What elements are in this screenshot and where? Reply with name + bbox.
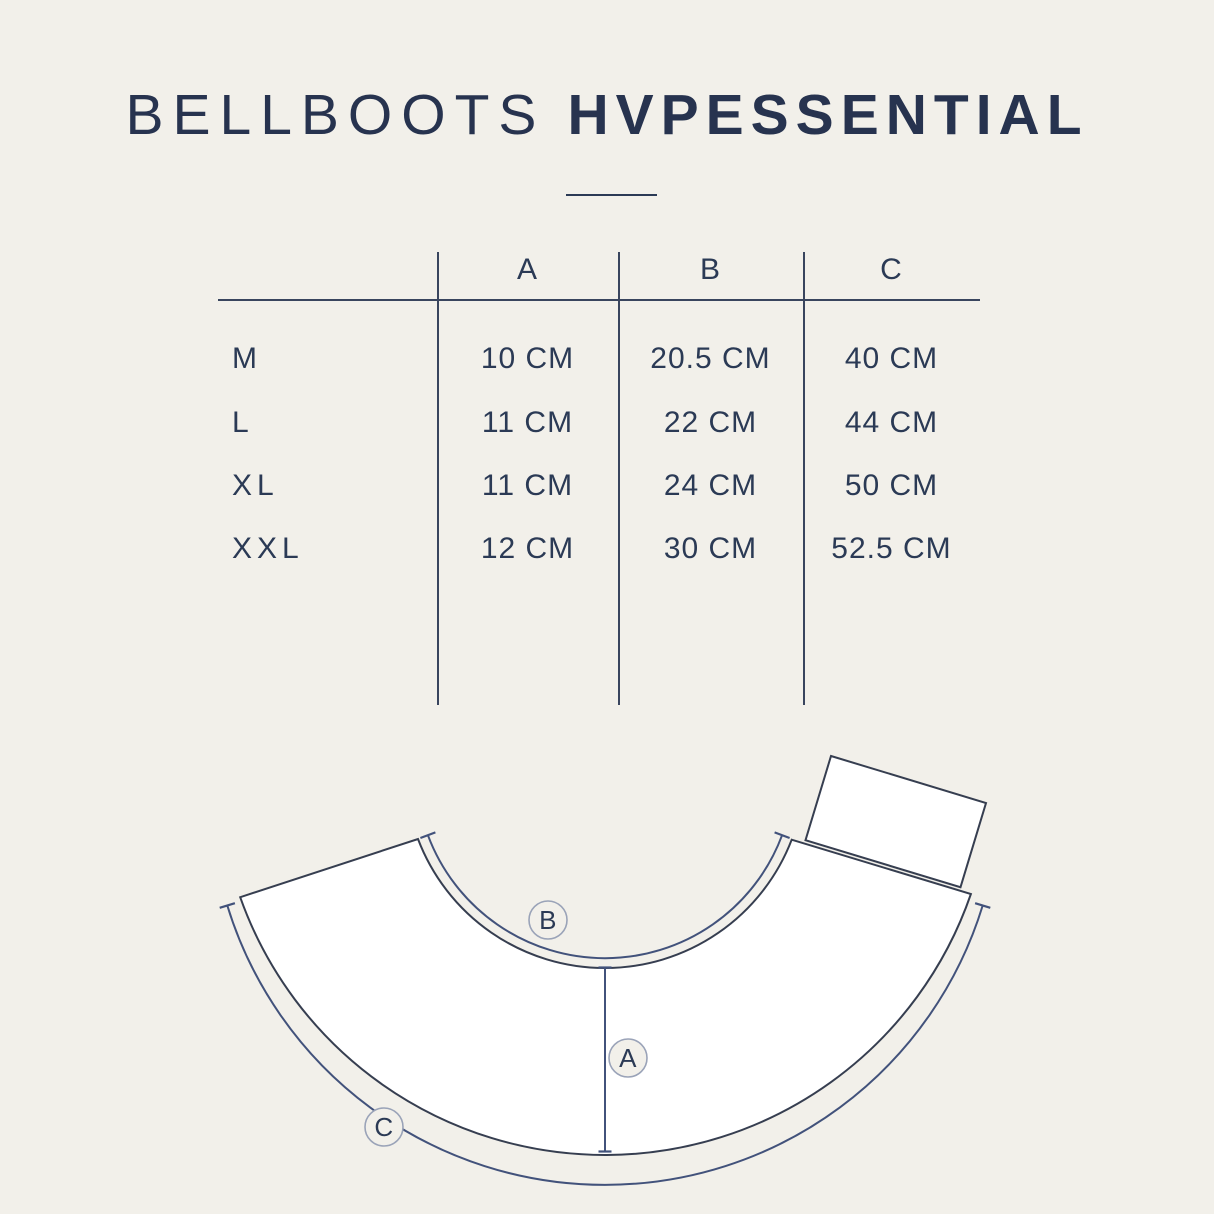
table-header-rule (218, 299, 980, 301)
strap-tab (804, 754, 988, 889)
table-header-b: B (699, 253, 721, 286)
size-table: A B C M 10 CM 20.5 CM 40 CM L 11 CM 22 C… (218, 240, 980, 705)
table-row: L 11 CM 22 CM 44 CM (218, 401, 980, 445)
value-a: 10 CM (480, 342, 575, 375)
title-divider (566, 194, 657, 196)
measure-arc-c-tick-left (219, 902, 236, 909)
label-a: A (619, 1043, 637, 1073)
size-label: L (232, 406, 254, 439)
value-a: 11 CM (481, 406, 574, 439)
measure-arc-b-tick-right (774, 831, 790, 840)
measure-arc-b (426, 834, 784, 960)
size-label: M (232, 342, 262, 375)
table-column-line-2 (618, 252, 620, 705)
value-b: 24 CM (663, 469, 758, 502)
value-b: 30 CM (663, 532, 758, 565)
label-b-badge (528, 900, 568, 940)
label-c: C (374, 1112, 393, 1142)
size-label: XXL (232, 532, 304, 565)
value-a: 12 CM (480, 532, 575, 565)
measure-arc-c (226, 905, 984, 1186)
page-title: BELLBOOTS HVPESSENTIAL (0, 84, 1214, 147)
value-c: 50 CM (844, 469, 939, 502)
table-column-line-3 (803, 252, 805, 705)
value-c: 40 CM (844, 342, 939, 375)
size-label: XL (232, 469, 279, 502)
title-product-line: BELLBOOTS (125, 83, 546, 147)
table-row: XL 11 CM 24 CM 50 CM (218, 464, 980, 508)
value-b: 22 CM (663, 406, 758, 439)
table-header-a: A (516, 253, 538, 286)
label-a-badge (608, 1038, 648, 1078)
table-column-line-1 (437, 252, 439, 705)
table-row: XXL 12 CM 30 CM 52.5 CM (218, 527, 980, 571)
table-row: M 10 CM 20.5 CM 40 CM (218, 337, 980, 381)
measure-arc-c-tick-right (974, 902, 991, 909)
value-c: 44 CM (844, 406, 939, 439)
value-a: 11 CM (481, 469, 574, 502)
value-b: 20.5 CM (650, 342, 771, 375)
label-b: B (539, 905, 557, 935)
table-header-c: C (880, 253, 903, 286)
value-c: 52.5 CM (831, 532, 952, 565)
measure-arc-b-tick-left (420, 831, 436, 840)
label-c-badge (364, 1107, 404, 1147)
title-product-name: HVPESSENTIAL (567, 83, 1089, 147)
